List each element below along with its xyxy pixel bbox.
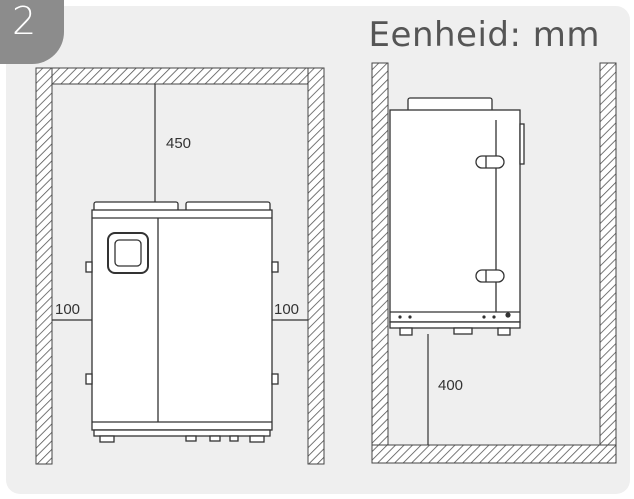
front-view: 450 100 100 xyxy=(35,67,325,465)
wall-right-side xyxy=(599,62,617,464)
dimension-label-bottom: 400 xyxy=(438,377,463,394)
unit-label: Eenheid: mm xyxy=(368,15,600,55)
floor-side xyxy=(371,444,617,464)
heat-pump-side xyxy=(389,97,525,336)
wall-left-front xyxy=(35,67,53,465)
dimension-label-left: 100 xyxy=(55,301,80,318)
drain-holes xyxy=(398,312,511,319)
step-badge: 2 xyxy=(0,0,64,64)
wall-left-side xyxy=(371,62,389,464)
dimension-label-right: 100 xyxy=(274,301,299,318)
dimension-label-top: 450 xyxy=(166,135,191,152)
control-panel-icon xyxy=(107,232,149,274)
wall-top-front xyxy=(35,67,325,85)
step-number: 2 xyxy=(12,0,37,43)
side-view: 400 xyxy=(371,62,617,464)
wall-right-front xyxy=(307,67,325,465)
